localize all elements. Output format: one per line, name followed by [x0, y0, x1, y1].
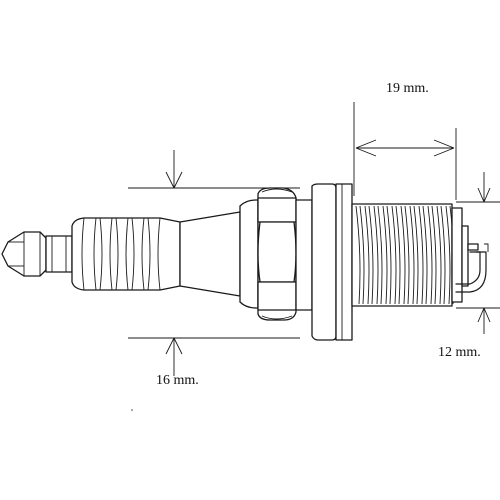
terminal-nut [1, 231, 47, 277]
thread-ridge [440, 205, 446, 305]
thread-ridge [427, 205, 433, 305]
crimp-ring [239, 199, 259, 309]
dimension-label-thread-length: 19 mm. [386, 81, 429, 96]
thread-ridge [373, 205, 379, 305]
electrode-tip [451, 207, 489, 303]
thread-ridge [391, 205, 397, 305]
thread-ridge [364, 205, 370, 305]
thread-ridge [355, 205, 361, 305]
thread-ridge [409, 205, 415, 305]
thread-ridge [359, 205, 365, 305]
thread-ridge [377, 205, 383, 305]
flange-gasket [295, 183, 353, 341]
hex-body [257, 187, 297, 321]
thread-ridge [382, 205, 388, 305]
thread-ridge [400, 205, 406, 305]
thread-ridge [418, 205, 424, 305]
thread-ridge [436, 205, 442, 305]
dimension-thread-diameter: 12 mm. [438, 172, 500, 360]
thread-ridge [386, 205, 392, 305]
thread-ridge [395, 205, 401, 305]
dimension-hex-size: 16 mm. [128, 150, 300, 388]
terminal-stem [45, 235, 73, 273]
thread-ridge [368, 205, 374, 305]
dimension-label-thread-diameter: 12 mm. [438, 345, 481, 360]
thread-ridge [431, 205, 437, 305]
dimension-thread-length: 19 mm. [353, 81, 457, 200]
thread-ridge [413, 205, 419, 305]
thread-ridge [445, 205, 451, 305]
threaded-section [351, 203, 455, 307]
dimension-label-hex-size: 16 mm. [156, 373, 199, 388]
insulator-shank [179, 211, 241, 297]
thread-ridge [404, 205, 410, 305]
ceramic-insulator [71, 217, 181, 291]
stray-mark [131, 409, 133, 411]
thread-ridge [422, 205, 428, 305]
